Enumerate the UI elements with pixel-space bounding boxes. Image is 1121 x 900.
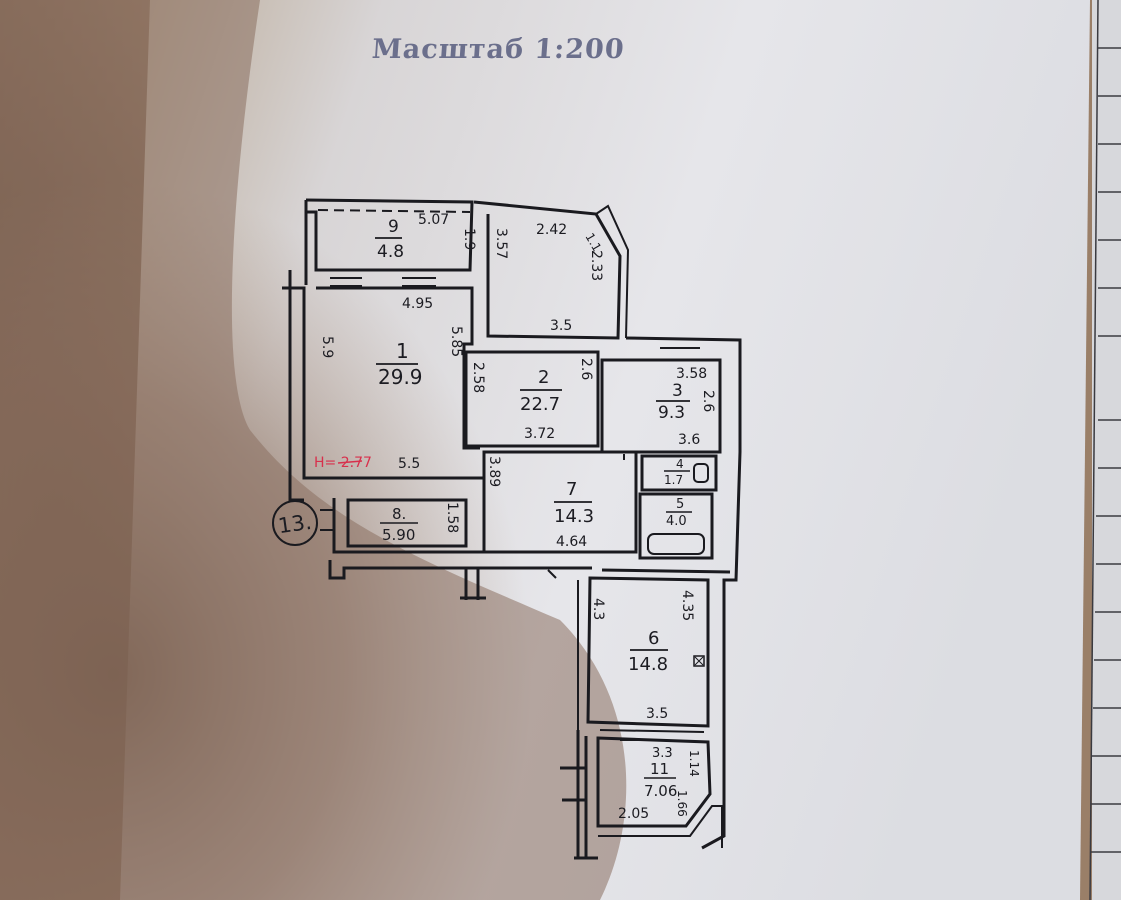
dim-r8-right: 1.58 [444, 502, 460, 533]
wall-room-10 [473, 200, 622, 340]
dim-r3-bottom: 3.6 [678, 432, 700, 448]
room-5-number: 5 [676, 497, 684, 512]
dim-r1-left: 5.9 [319, 336, 335, 358]
walls [282, 198, 742, 860]
room-3-number: 3 [672, 381, 683, 401]
dim-r9-side: 1.9 [461, 228, 477, 250]
dim-r10-bottom: 3.5 [550, 318, 572, 334]
wall-room-7 [482, 450, 638, 554]
room-labels: 9 4.8 1 29.9 2 22.7 3 9.3 4 1.7 5 4.0 7 … [375, 217, 692, 800]
dim-r7-left: 3.89 [486, 456, 502, 487]
dim-r6-left: 4.3 [590, 598, 606, 620]
room-8-number: 8. [392, 505, 406, 523]
shadow-left-edge [0, 0, 626, 900]
wall-room-4 [640, 454, 718, 492]
wall-room-9 [305, 198, 474, 272]
room-6-number: 6 [648, 628, 659, 649]
room-7-number: 7 [566, 479, 577, 500]
scale-label: Масштаб 1:200 [370, 34, 626, 65]
room-1-number: 1 [396, 339, 409, 363]
wall-room-8 [346, 498, 468, 548]
dim-r11-bottom: 2.05 [618, 806, 649, 822]
dim-r2-left: 2.58 [470, 362, 486, 393]
dim-r1-bottom: 5.5 [398, 456, 420, 472]
room-7-area: 14.3 [554, 506, 594, 527]
dim-r10-right: 2.33 [588, 250, 604, 281]
dimension-labels: 5.07 1.9 2.42 3.57 1.1 2.33 3.5 4.95 5.9… [314, 212, 716, 822]
radiator-icon [693, 655, 705, 667]
dim-r1-right: 5.85 [448, 326, 464, 357]
room-4-number: 4 [676, 457, 684, 471]
dim-r10-top: 2.42 [536, 222, 567, 238]
dim-r3-top: 3.58 [676, 366, 707, 382]
wall-room-11 [596, 736, 712, 828]
room-3-area: 9.3 [658, 403, 685, 423]
room-11-area: 7.06 [644, 782, 677, 800]
dim-r7-bottom: 4.64 [556, 534, 587, 550]
dim-r11-right1: 1.14 [687, 750, 701, 777]
room-9-number: 9 [388, 217, 399, 237]
dim-r10-left: 3.57 [493, 228, 509, 259]
dim-r9-top: 5.07 [418, 212, 449, 228]
room-1-area: 29.9 [378, 365, 423, 389]
dim-r2-bottom: 3.72 [524, 426, 555, 442]
dim-r11-right2: 1.66 [675, 790, 689, 817]
room-2-area: 22.7 [520, 394, 560, 415]
wall-room-5 [638, 492, 714, 560]
graph-paper-strip [1089, 0, 1121, 900]
room-2-number: 2 [538, 367, 549, 388]
room-5-area: 4.0 [666, 514, 687, 529]
hatch-icon [694, 656, 704, 666]
wall-room-6 [586, 576, 710, 728]
room-6-area: 14.8 [628, 654, 668, 675]
room-8-area: 5.90 [382, 526, 415, 544]
room-9-area: 4.8 [377, 242, 404, 262]
dim-r6-right: 4.35 [679, 590, 695, 621]
dim-r6-bottom: 3.5 [646, 706, 668, 722]
wall-room-3 [600, 358, 722, 454]
dim-r1-top: 4.95 [402, 296, 433, 312]
wall-room-1 [290, 286, 484, 480]
wall-room-2 [464, 350, 600, 448]
plan-number: 13. [277, 510, 313, 538]
room-4-area: 1.7 [664, 473, 683, 487]
plan-number-circle [272, 500, 318, 546]
dim-r11-top: 3.3 [652, 746, 673, 761]
room-11-number: 11 [650, 760, 669, 778]
dim-r2-right: 2.6 [578, 358, 594, 380]
dim-r3-right: 2.6 [700, 390, 716, 412]
